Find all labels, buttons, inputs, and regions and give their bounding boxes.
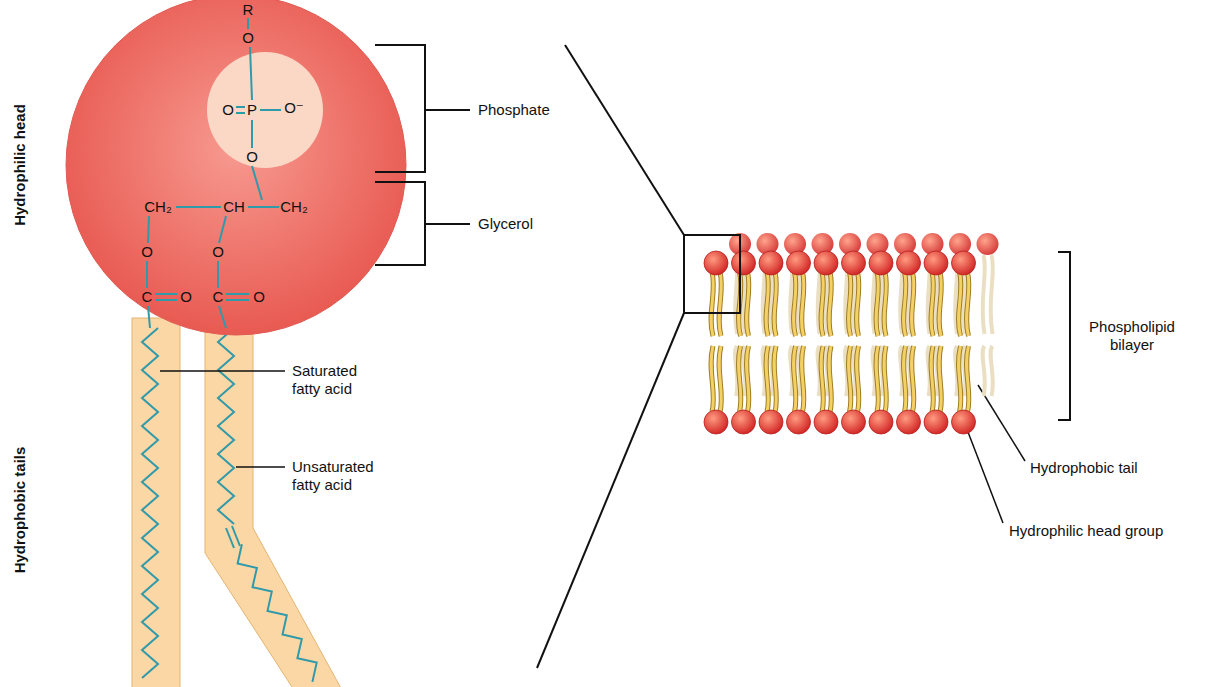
part-label: Unsaturated fatty acid xyxy=(292,458,384,494)
chemical-atom: O xyxy=(222,101,234,119)
part-label: Phosphate xyxy=(478,101,550,119)
fatty-acid-chains xyxy=(142,328,317,682)
chemical-atom: CH₂ xyxy=(280,198,308,216)
chemical-bonds xyxy=(147,18,281,328)
brackets xyxy=(375,45,1070,420)
saturated-tail-band xyxy=(132,318,180,687)
chemical-atom: C xyxy=(213,288,224,306)
part-label: Phospholipid bilayer xyxy=(1080,318,1184,354)
chemical-atom: O⁻ xyxy=(284,99,304,117)
section-label: Hydrophobic tails xyxy=(11,447,29,574)
leader-lines xyxy=(160,371,1025,523)
part-label: Saturated fatty acid xyxy=(292,362,384,398)
section-label: Hydrophilic head xyxy=(11,104,29,226)
head-circle xyxy=(66,0,406,335)
zoom-lines xyxy=(537,45,684,668)
chemical-atom: O xyxy=(212,243,224,261)
phosphate-group-circle: OPO⁻O xyxy=(207,52,323,168)
part-label: Glycerol xyxy=(478,215,533,233)
chemical-atom: O xyxy=(180,288,192,306)
bilayer-illustration xyxy=(704,233,999,434)
zoom-box xyxy=(684,235,740,313)
chemical-atom: O xyxy=(246,148,258,166)
part-label: Hydrophilic head group xyxy=(1009,522,1163,540)
chemical-atom: R xyxy=(243,1,254,19)
chemical-atom: CH₂ xyxy=(144,198,172,216)
hydrophilic-head-circle: ROCH₂CHCH₂OOCOCOOPO⁻O xyxy=(66,0,406,335)
chemical-atom: C xyxy=(142,288,153,306)
chemical-atom: P xyxy=(247,101,257,119)
chemical-atom: O xyxy=(253,288,265,306)
chemical-atom: CH xyxy=(223,198,245,216)
part-label: Hydrophobic tail xyxy=(1030,459,1138,477)
chemical-atom: O xyxy=(242,29,254,47)
phosphate-circle xyxy=(207,52,323,168)
chemical-atom: O xyxy=(141,243,153,261)
